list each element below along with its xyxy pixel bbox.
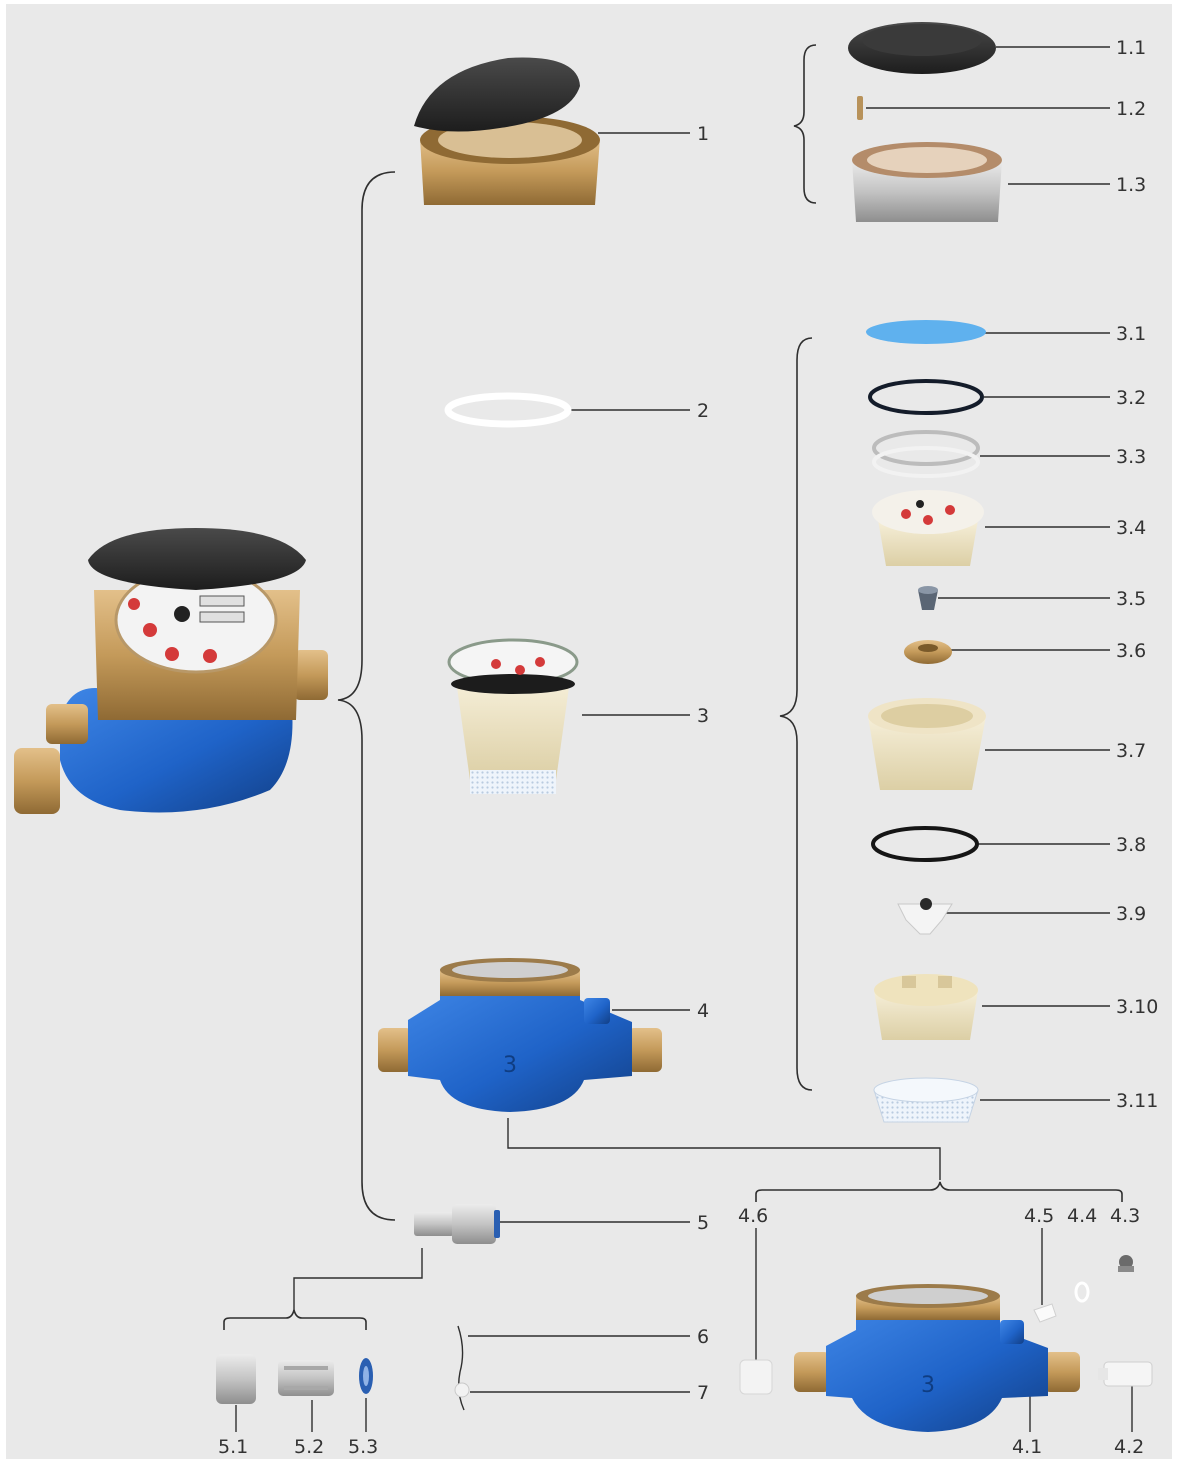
label-3-2: 3.2 bbox=[1116, 387, 1146, 409]
part-4-body-image: 3 bbox=[378, 958, 662, 1112]
label-3-10: 3.10 bbox=[1116, 996, 1158, 1018]
label-7: 7 bbox=[697, 1382, 709, 1404]
part-3-register-image bbox=[447, 638, 579, 794]
part-3-7-cup-image bbox=[868, 698, 986, 790]
label-1: 1 bbox=[697, 123, 709, 145]
part-4-1-body-image: 3 bbox=[794, 1284, 1080, 1432]
label-4-6: 4.6 bbox=[738, 1205, 768, 1227]
label-3-7: 3.7 bbox=[1116, 740, 1146, 762]
label-3: 3 bbox=[697, 705, 709, 727]
part-2-gasket-image bbox=[444, 392, 572, 428]
part-5-1-nut-image bbox=[216, 1354, 256, 1404]
label-4-1: 4.1 bbox=[1012, 1436, 1042, 1458]
label-2: 2 bbox=[697, 400, 709, 422]
label-5-3: 5.3 bbox=[348, 1436, 378, 1458]
part-4-4-washer-image bbox=[1074, 1281, 1090, 1303]
part-5-2-tailpiece-image bbox=[278, 1360, 334, 1396]
label-1-2: 1.2 bbox=[1116, 98, 1146, 120]
part-3-2-o-ring-image bbox=[868, 379, 984, 415]
label-3-6: 3.6 bbox=[1116, 640, 1146, 662]
body-number-embossed: 3 bbox=[503, 1053, 517, 1078]
part-7-lead-seal-image bbox=[454, 1382, 470, 1398]
part-4-5-plug-image bbox=[1033, 1303, 1057, 1323]
part-3-1-glass-image bbox=[866, 320, 986, 344]
label-4-5: 4.5 bbox=[1024, 1205, 1054, 1227]
label-6: 6 bbox=[697, 1326, 709, 1348]
part-3-10-cage-image bbox=[874, 974, 978, 1040]
part-1-lid-image bbox=[414, 57, 600, 205]
part-3-11-strainer-image bbox=[873, 1077, 979, 1123]
part-4-2-adjuster-image bbox=[1098, 1361, 1153, 1387]
label-1-3: 1.3 bbox=[1116, 174, 1146, 196]
part-6-seal-wire-image bbox=[457, 1325, 465, 1411]
label-5: 5 bbox=[697, 1212, 709, 1234]
brace-part-1 bbox=[793, 44, 817, 204]
part-labels: 1 1.1 1.2 1.3 2 3.1 3.2 3.3 3.4 3.5 3.6 … bbox=[218, 37, 1158, 1458]
label-5-1: 5.1 bbox=[218, 1436, 248, 1458]
label-3-3: 3.3 bbox=[1116, 446, 1146, 468]
part-3-3-ring-image bbox=[872, 430, 980, 478]
part-4-3-screw-image bbox=[1118, 1255, 1134, 1272]
label-3-9: 3.9 bbox=[1116, 903, 1146, 925]
label-4-4: 4.4 bbox=[1067, 1205, 1097, 1227]
connector-lines bbox=[223, 44, 1133, 1432]
part-1-3-ring-image bbox=[852, 142, 1002, 222]
part-3-9-impeller-image bbox=[897, 898, 953, 935]
label-4-3: 4.3 bbox=[1110, 1205, 1140, 1227]
part-3-5-magnet-image bbox=[918, 586, 938, 610]
part-1-2-pin-image bbox=[857, 96, 863, 120]
label-5-2: 5.2 bbox=[294, 1436, 324, 1458]
part-5-connector-image bbox=[414, 1204, 500, 1244]
label-3-11: 3.11 bbox=[1116, 1090, 1158, 1112]
main-brace bbox=[337, 171, 396, 1221]
part-5-3-washer-image bbox=[359, 1358, 373, 1394]
part-3-4-dial-mechanism-image bbox=[872, 490, 984, 566]
label-3-1: 3.1 bbox=[1116, 323, 1146, 345]
part-4-6-cap-image bbox=[739, 1359, 773, 1395]
part-3-8-o-ring-image bbox=[871, 826, 979, 862]
label-3-5: 3.5 bbox=[1116, 588, 1146, 610]
part-1-1-lid-cover-image bbox=[848, 22, 996, 74]
label-1-1: 1.1 bbox=[1116, 37, 1146, 59]
part-3-6-bearing-image bbox=[904, 640, 952, 664]
label-3-4: 3.4 bbox=[1116, 517, 1146, 539]
label-3-8: 3.8 bbox=[1116, 834, 1146, 856]
body-number-embossed-exploded: 3 bbox=[921, 1373, 935, 1398]
assembled-meter-image bbox=[14, 528, 328, 814]
brace-part-3 bbox=[779, 337, 813, 1091]
label-4-2: 4.2 bbox=[1114, 1436, 1144, 1458]
label-4: 4 bbox=[697, 1000, 709, 1022]
